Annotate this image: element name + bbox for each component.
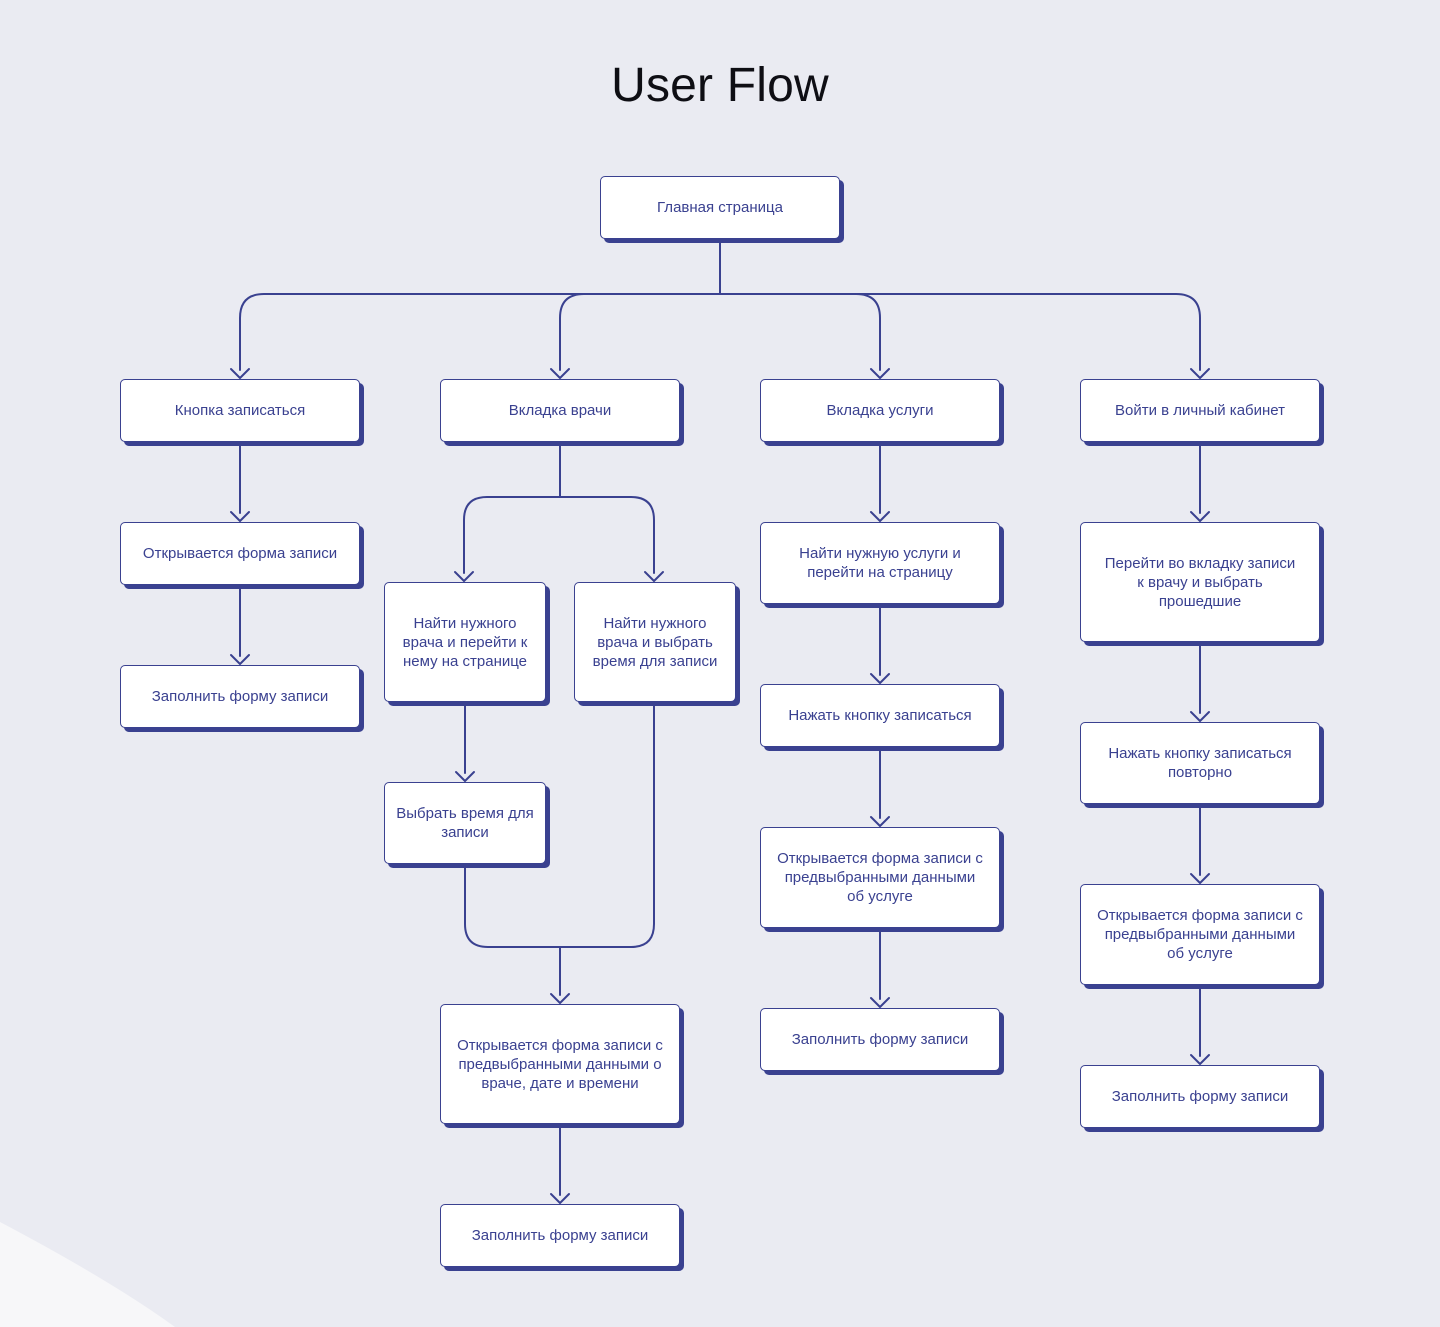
- node-c3-form-opens-label: Открывается форма записи с предвыбранным…: [777, 850, 983, 905]
- node-doctors-tab: Вкладка врачи: [440, 379, 680, 442]
- node-c2-find-doctor-time: Найти нужного врача и выбрать время для …: [574, 582, 736, 702]
- connector-c2-merge: [464, 703, 655, 996]
- node-c4-go-tab: Перейти во вкладку записи к врачу и выбр…: [1080, 522, 1320, 642]
- node-c2-fill-form: Заполнить форму записи: [440, 1204, 680, 1267]
- node-home-label: Главная страница: [657, 199, 783, 216]
- node-services-tab-label: Вкладка услуги: [826, 402, 934, 419]
- node-doctors-tab-label: Вкладка врачи: [508, 402, 612, 419]
- node-login: Войти в личный кабинет: [1080, 379, 1320, 442]
- node-book-button: Кнопка записаться: [120, 379, 360, 442]
- arrowheads: [230, 368, 1210, 1204]
- node-c3-press-book: Нажать кнопку записаться: [760, 684, 1000, 747]
- node-c4-go-tab-label: Перейти во вкладку записи к врачу и выбр…: [1104, 554, 1296, 610]
- node-book-button-label: Кнопка записаться: [174, 402, 306, 419]
- node-c1-form-opens: Открывается форма записи: [120, 522, 360, 585]
- node-c2-fill-form-label: Заполнить форму записи: [471, 1227, 649, 1244]
- node-c4-press-again: Нажать кнопку записаться повторно: [1080, 722, 1320, 804]
- node-c4-fill-form: Заполнить форму записи: [1080, 1065, 1320, 1128]
- node-login-label: Войти в личный кабинет: [1114, 402, 1286, 419]
- node-c3-find-service: Найти нужную услуги и перейти на страниц…: [760, 522, 1000, 604]
- node-c2-find-doctor-page: Найти нужного врача и перейти к нему на …: [384, 582, 546, 702]
- connector-c2-split: [463, 443, 655, 574]
- node-c2-form-opens-label: Открывается форма записи с предвыбранным…: [457, 1036, 663, 1092]
- node-c2-find-doctor-page-label: Найти нужного врача и перейти к нему на …: [402, 614, 528, 670]
- node-c2-find-doctor-time-label: Найти нужного врача и выбрать время для …: [592, 614, 718, 670]
- top-branch-lines: [239, 239, 1201, 371]
- node-c4-fill-form-label: Заполнить форму записи: [1111, 1088, 1289, 1105]
- node-c3-fill-form-label: Заполнить форму записи: [791, 1031, 969, 1048]
- node-services-tab: Вкладка услуги: [760, 379, 1000, 442]
- page-title: User Flow: [611, 59, 829, 112]
- node-c4-form-opens-label: Открывается форма записи с предвыбранным…: [1097, 907, 1303, 962]
- node-c1-form-opens-label: Открывается форма записи: [142, 545, 338, 562]
- node-c2-choose-time-label: Выбрать время для записи: [396, 805, 534, 841]
- node-c2-form-opens: Открывается форма записи с предвыбранным…: [440, 1004, 680, 1124]
- node-c3-fill-form: Заполнить форму записи: [760, 1008, 1000, 1071]
- node-c4-press-again-label: Нажать кнопку записаться повторно: [1108, 745, 1292, 781]
- node-c3-press-book-label: Нажать кнопку записаться: [788, 707, 972, 724]
- node-c3-find-service-label: Найти нужную услуги и перейти на страниц…: [799, 545, 961, 581]
- node-c3-form-opens: Открывается форма записи с предвыбранным…: [760, 827, 1000, 928]
- node-c2-choose-time: Выбрать время для записи: [384, 782, 546, 864]
- node-c1-fill-form: Заполнить форму записи: [120, 665, 360, 728]
- node-c1-fill-form-label: Заполнить форму записи: [151, 688, 329, 705]
- node-home: Главная страница: [600, 176, 840, 239]
- node-c4-form-opens: Открывается форма записи с предвыбранным…: [1080, 884, 1320, 985]
